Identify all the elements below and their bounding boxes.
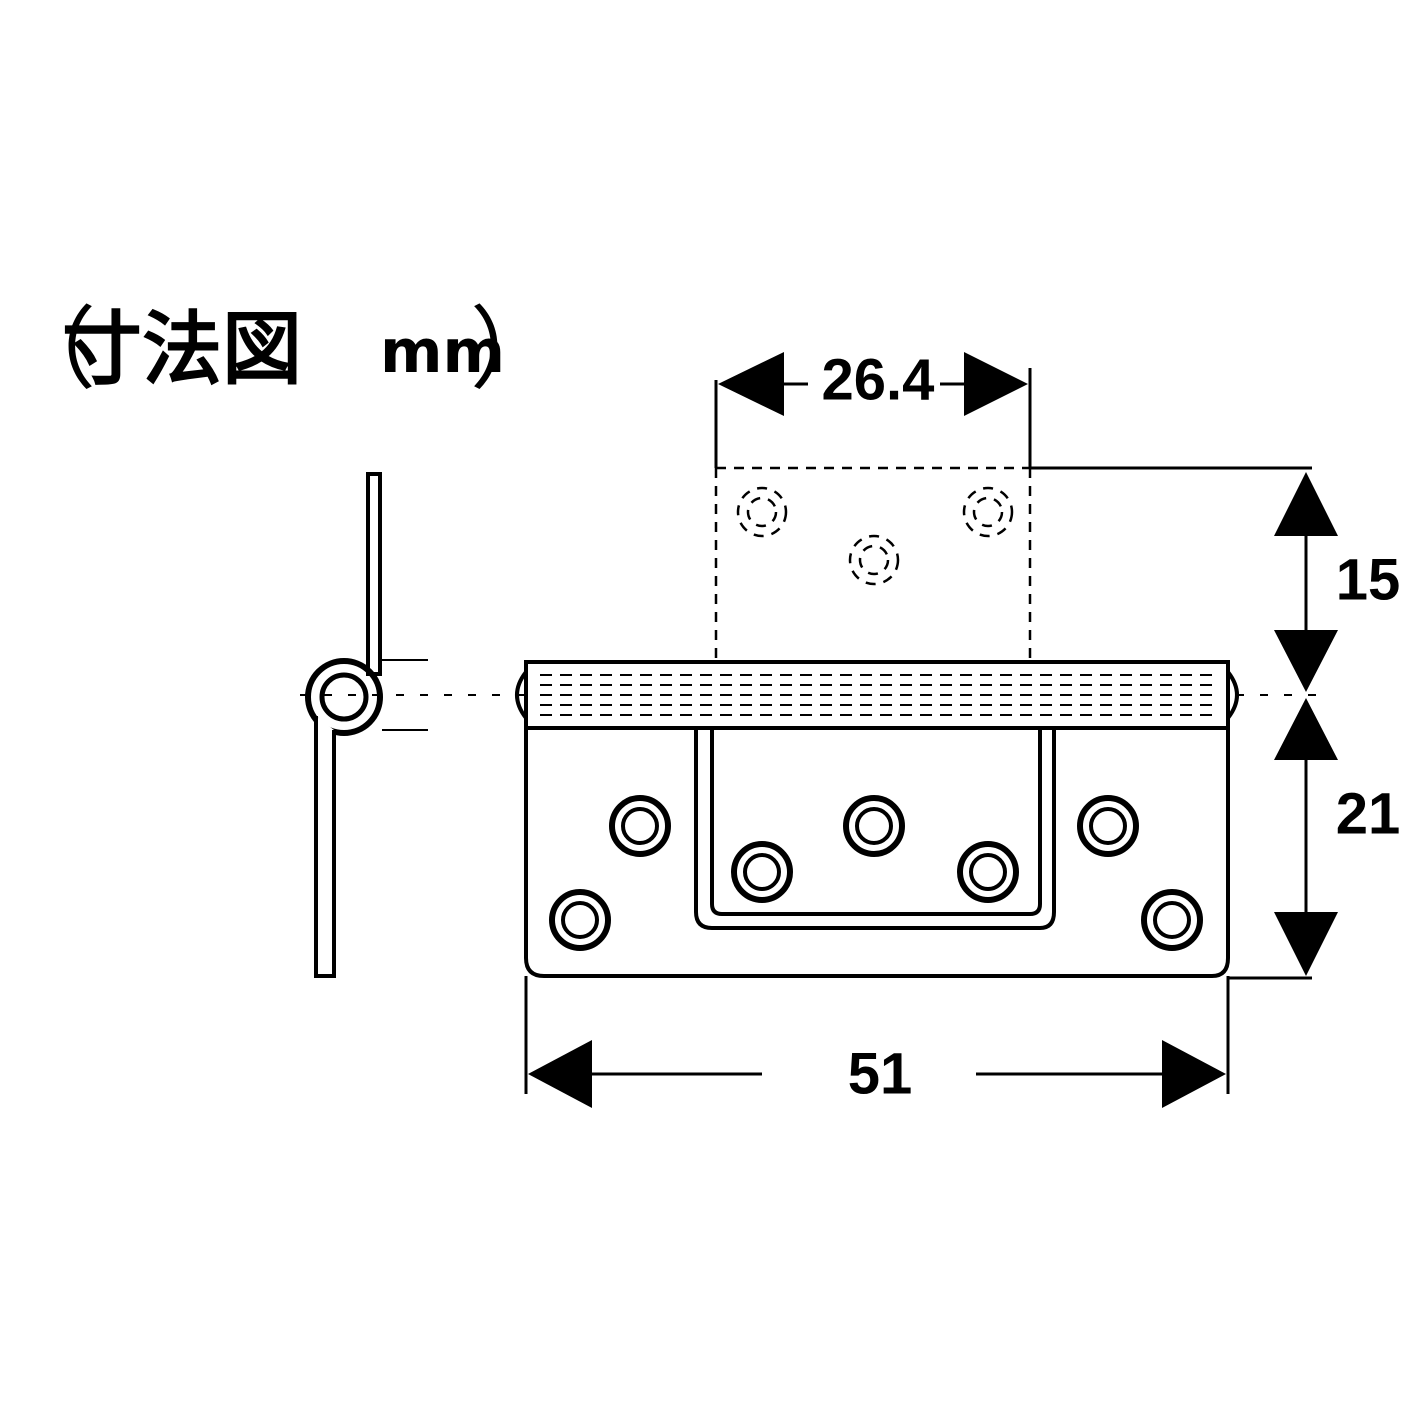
arrowhead-up [1274, 472, 1338, 536]
side-lower-leaf [314, 716, 336, 978]
screw-hole [609, 795, 671, 857]
screw-hole [731, 841, 793, 903]
hidden-hole-center [848, 534, 900, 586]
unit-label: mm [380, 317, 506, 387]
arrowhead-up [1274, 698, 1338, 760]
hidden-hole-right [962, 486, 1014, 538]
drawing-title: 寸法図 [62, 303, 302, 396]
lower-leaf [524, 728, 1230, 978]
dimension-overall-width [524, 976, 1230, 1108]
side-upper-leaf [366, 472, 382, 676]
hidden-hole-left [736, 486, 788, 538]
arrowhead-left [528, 1040, 592, 1108]
arrowhead-down [1274, 630, 1338, 692]
dim-label-top-width: 26.4 [822, 347, 935, 412]
dimension-upper-height [1274, 472, 1338, 692]
dim-label-overall-width: 51 [848, 1041, 913, 1106]
screw-hole [549, 889, 611, 951]
knuckle-barrel [515, 660, 1239, 730]
screw-hole [1077, 795, 1139, 857]
side-view [305, 472, 428, 978]
dim-label-lower-height: 21 [1336, 781, 1401, 846]
screw-hole [1141, 889, 1203, 951]
screw-holes [549, 795, 1203, 951]
arrowhead-down [1274, 912, 1338, 976]
arrowhead-right [964, 352, 1028, 416]
side-knuckle-inner [319, 672, 369, 722]
arrowhead-left [718, 352, 784, 416]
title-open-paren: （ [6, 297, 96, 402]
screw-hole [957, 841, 1019, 903]
side-knuckle-outer [305, 658, 383, 736]
arrowhead-right [1162, 1040, 1226, 1108]
title-close-paren: ） [470, 297, 560, 402]
dimension-lower-height [1228, 698, 1338, 980]
screw-hole [843, 795, 905, 857]
dimension-top-width [714, 352, 1312, 470]
dim-label-upper-height: 15 [1336, 547, 1401, 612]
upper-leaf-hidden [714, 466, 1032, 660]
